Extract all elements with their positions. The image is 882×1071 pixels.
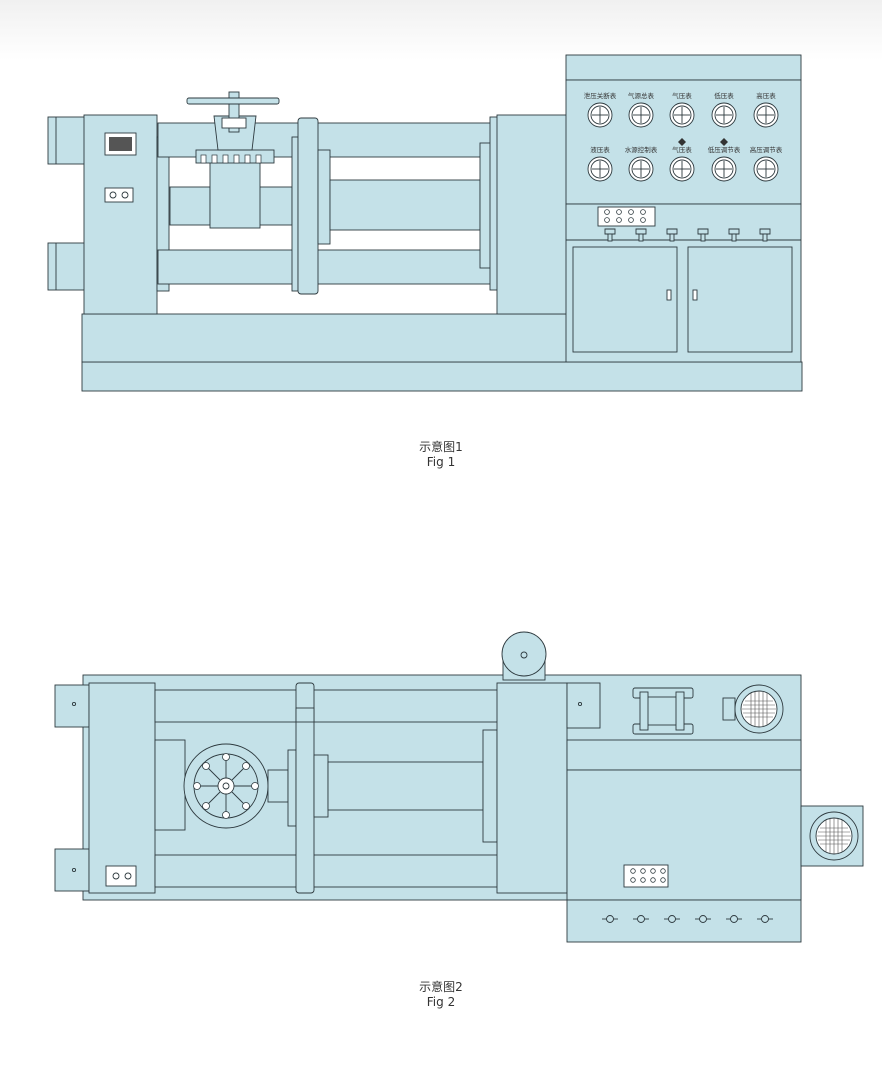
figure-1-caption: 示意图1 Fig 1 (0, 440, 882, 470)
valve-flange-wheel (183, 743, 269, 829)
door-handle-icon (666, 289, 672, 301)
right-head-block (496, 682, 568, 894)
moving-plate (297, 117, 319, 295)
valve-body (209, 161, 261, 229)
moving-plate-flange (317, 149, 331, 245)
gauge-label: 液压表 (590, 145, 610, 154)
figure-1-side-view: 泄压关断表 气源总表 气压表 低压表 高压表 液压表 水源控制表 气压表 低压调… (47, 54, 803, 392)
gauge-9: 低压调节表 (708, 138, 741, 182)
figure-2-caption-cn: 示意图2 (419, 980, 463, 994)
left-cylinder-bottom (47, 242, 86, 291)
right-head-block (496, 114, 568, 315)
pump-icon (632, 687, 694, 735)
left-clamp (169, 186, 211, 226)
figure-2-caption: 示意图2 Fig 2 (0, 980, 882, 1010)
figure-2-caption-en: Fig 2 (426, 995, 456, 1009)
machine-bed (81, 313, 568, 363)
door-handle-icon (692, 289, 698, 301)
main-cylinder (329, 179, 481, 231)
valve-knobs (602, 915, 773, 923)
gauge-label: 低压表 (714, 91, 734, 100)
gauge-7: 水源控制表 (625, 145, 658, 182)
gauge-label: 气压表 (672, 145, 692, 154)
gauge-6: 液压表 (587, 145, 613, 182)
figure-2-top-view (54, 631, 864, 943)
lower-tie-rod (157, 249, 499, 285)
main-cylinder (327, 761, 484, 811)
cabinet-door-right (687, 246, 793, 353)
control-switch-icon (105, 865, 137, 887)
left-head-block (88, 682, 156, 894)
gauge-5: 高压表 (753, 91, 779, 128)
right-clamp (257, 186, 293, 226)
gauge-4: 低压表 (711, 91, 737, 128)
gauge-3: 气压表 (669, 91, 695, 128)
gauge-8: 气压表 (669, 138, 695, 182)
left-cylinder-top (54, 684, 90, 728)
left-cylinder-top (47, 116, 86, 165)
motor-pulley (501, 631, 547, 677)
cabinet-door-left (572, 246, 678, 353)
control-switch-icon (104, 187, 134, 203)
gauge-2: 气源总表 (628, 91, 655, 128)
valve-knobs (604, 228, 771, 242)
valve-stem (228, 91, 240, 133)
gauge-label: 低压调节表 (708, 145, 741, 154)
gauge-label: 泄压关断表 (584, 91, 617, 100)
gauge-label: 高压调节表 (750, 145, 783, 154)
gauge-label: 气源总表 (628, 91, 655, 100)
upper-tie-rod (154, 689, 501, 723)
lower-tie-rod (154, 854, 501, 888)
gauge-1: 泄压关断表 (584, 91, 617, 128)
panel-top (565, 54, 802, 81)
machine-base (81, 361, 803, 392)
gauge-label: 气压表 (672, 91, 692, 100)
gauge-label: 水源控制表 (625, 145, 658, 154)
gauge-10: 高压调节表 (750, 145, 783, 182)
valve-handwheel (186, 97, 280, 105)
figure-1-caption-en: Fig 1 (426, 455, 456, 469)
figure-1-caption-cn: 示意图1 (419, 440, 463, 454)
cooling-fan-icon (722, 684, 784, 734)
gauge-label: 高压表 (756, 91, 776, 100)
side-fan-icon (800, 805, 864, 867)
indicator-lights (623, 864, 669, 888)
